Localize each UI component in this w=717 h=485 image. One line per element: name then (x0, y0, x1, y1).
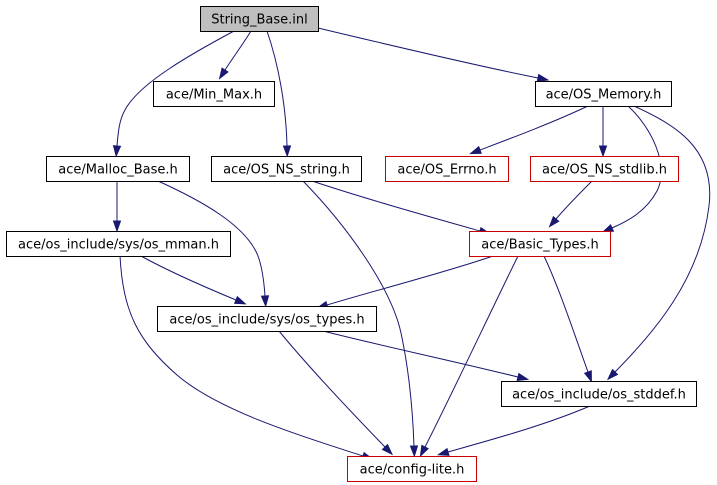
edge-line (479, 105, 589, 151)
node-label: ace/OS_Errno.h (397, 163, 496, 178)
node-label: ace/os_include/os_stddef.h (512, 388, 686, 403)
edge-line (266, 30, 288, 147)
node-box (530, 156, 679, 182)
node-os-stddef-h[interactable]: ace/os_include/os_stddef.h (501, 381, 697, 407)
edge-os_stddef_h-to-config_lite_h (436, 405, 591, 456)
edge-line (157, 180, 266, 297)
arrowhead-icon (601, 223, 615, 233)
node-label: ace/config-lite.h (360, 463, 465, 478)
edge-line (424, 255, 519, 448)
arrowhead-icon (112, 220, 122, 233)
node-label: ace/OS_Memory.h (546, 88, 662, 103)
edge-os_mman_h-to-config_lite_h (119, 255, 374, 460)
nodes-layer: String_Base.inl ace/Min_Max.h ace/OS_Memor… (6, 6, 697, 482)
edge-os_memory_h-to-os_ns_stdlib_h (598, 106, 608, 158)
edge-line (614, 105, 711, 373)
edge-line (278, 330, 386, 448)
node-os-types-h[interactable]: ace/os_include/sys/os_types.h (157, 306, 377, 332)
edge-string_base_inl-to-malloc_base_h (112, 30, 235, 158)
node-box (157, 306, 377, 332)
edge-os_ns_string_h-to-basic_types_h (311, 180, 492, 235)
node-os-ns-string-h[interactable]: ace/OS_NS_string.h (211, 156, 362, 182)
arrowhead-icon (548, 215, 560, 228)
edge-string_base_inl-to-os_memory_h (317, 27, 550, 83)
edge-line (302, 180, 415, 447)
node-label: ace/OS_NS_string.h (223, 163, 350, 178)
arrowhead-icon (606, 368, 619, 381)
arrowhead-icon (381, 443, 394, 456)
edge-line (317, 27, 539, 79)
edge-basic_types_h-to-config_lite_h (419, 255, 519, 458)
edge-string_base_inl-to-os_ns_string_h (266, 30, 292, 158)
edge-string_base_inl-to-min_max_h (218, 30, 252, 80)
edge-os_memory_h-to-basic_types_h (601, 105, 662, 233)
edge-os_ns_string_h-to-config_lite_h (302, 180, 419, 458)
node-box (535, 81, 672, 107)
edge-line (224, 30, 252, 71)
edge-os_memory_h-to-os_stddef_h (606, 105, 711, 381)
node-box (501, 381, 697, 407)
node-label: ace/os_include/sys/os_mman.h (18, 238, 219, 253)
arrowhead-icon (436, 447, 450, 456)
node-malloc-base-h[interactable]: ace/Malloc_Base.h (46, 156, 190, 182)
node-label: ace/Basic_Types.h (481, 238, 598, 253)
arrowhead-icon (598, 145, 608, 158)
arrowhead-icon (516, 372, 530, 381)
node-box (347, 456, 477, 482)
node-box (469, 231, 611, 257)
edge-os_ns_stdlib_h-to-basic_types_h (548, 180, 593, 228)
node-os-mman-h[interactable]: ace/os_include/sys/os_mman.h (6, 231, 231, 257)
edge-basic_types_h-to-os_stddef_h (543, 255, 592, 383)
edge-line (140, 255, 237, 301)
edge-os_types_h-to-os_stddef_h (322, 330, 530, 381)
node-label: ace/OS_NS_stdlib.h (542, 163, 667, 178)
node-label: ace/Malloc_Base.h (58, 163, 178, 178)
edge-line (326, 255, 494, 306)
node-config-lite-h[interactable]: ace/config-lite.h (347, 456, 477, 482)
edge-line (611, 105, 662, 229)
edge-basic_types_h-to-os_types_h (315, 255, 494, 309)
node-label: ace/Min_Max.h (166, 88, 262, 103)
edge-line (543, 255, 589, 373)
node-min-max-h[interactable]: ace/Min_Max.h (153, 81, 275, 107)
node-box (200, 6, 319, 32)
arrowhead-icon (536, 73, 550, 83)
edge-os_mman_h-to-os_types_h (140, 255, 247, 305)
arrowhead-icon (282, 145, 292, 158)
edge-line (311, 180, 481, 232)
node-os-ns-stdlib-h[interactable]: ace/OS_NS_stdlib.h (530, 156, 679, 182)
node-box (211, 156, 362, 182)
edge-line (555, 180, 593, 220)
arrowhead-icon (233, 295, 247, 305)
edge-line (119, 255, 364, 457)
arrowhead-icon (409, 445, 419, 458)
node-box (385, 156, 509, 182)
node-box (6, 231, 231, 257)
node-label: ace/os_include/sys/os_types.h (169, 313, 364, 328)
edge-line (116, 30, 235, 147)
node-box (46, 156, 190, 182)
arrowhead-icon (583, 370, 592, 383)
arrowhead-icon (469, 145, 482, 155)
edge-os_types_h-to-config_lite_h (278, 330, 394, 456)
arrowhead-icon (419, 444, 429, 458)
edge-malloc_base_h-to-os_mman_h (112, 181, 122, 233)
edges-layer (112, 27, 711, 460)
node-string-base-inl[interactable]: String_Base.inl (200, 6, 319, 32)
node-label: String_Base.inl (211, 13, 308, 28)
node-os-memory-h[interactable]: ace/OS_Memory.h (535, 81, 672, 107)
edge-line (322, 330, 519, 378)
node-os-errno-h[interactable]: ace/OS_Errno.h (385, 156, 509, 182)
node-basic-types-h[interactable]: ace/Basic_Types.h (469, 231, 611, 257)
node-box (153, 81, 275, 107)
arrowhead-icon (112, 145, 122, 158)
edge-os_memory_h-to-os_errno_h (469, 105, 589, 155)
edge-malloc_base_h-to-os_types_h (157, 180, 270, 308)
arrowhead-icon (218, 67, 229, 80)
edge-line (447, 405, 591, 453)
arrowhead-icon (260, 295, 270, 308)
